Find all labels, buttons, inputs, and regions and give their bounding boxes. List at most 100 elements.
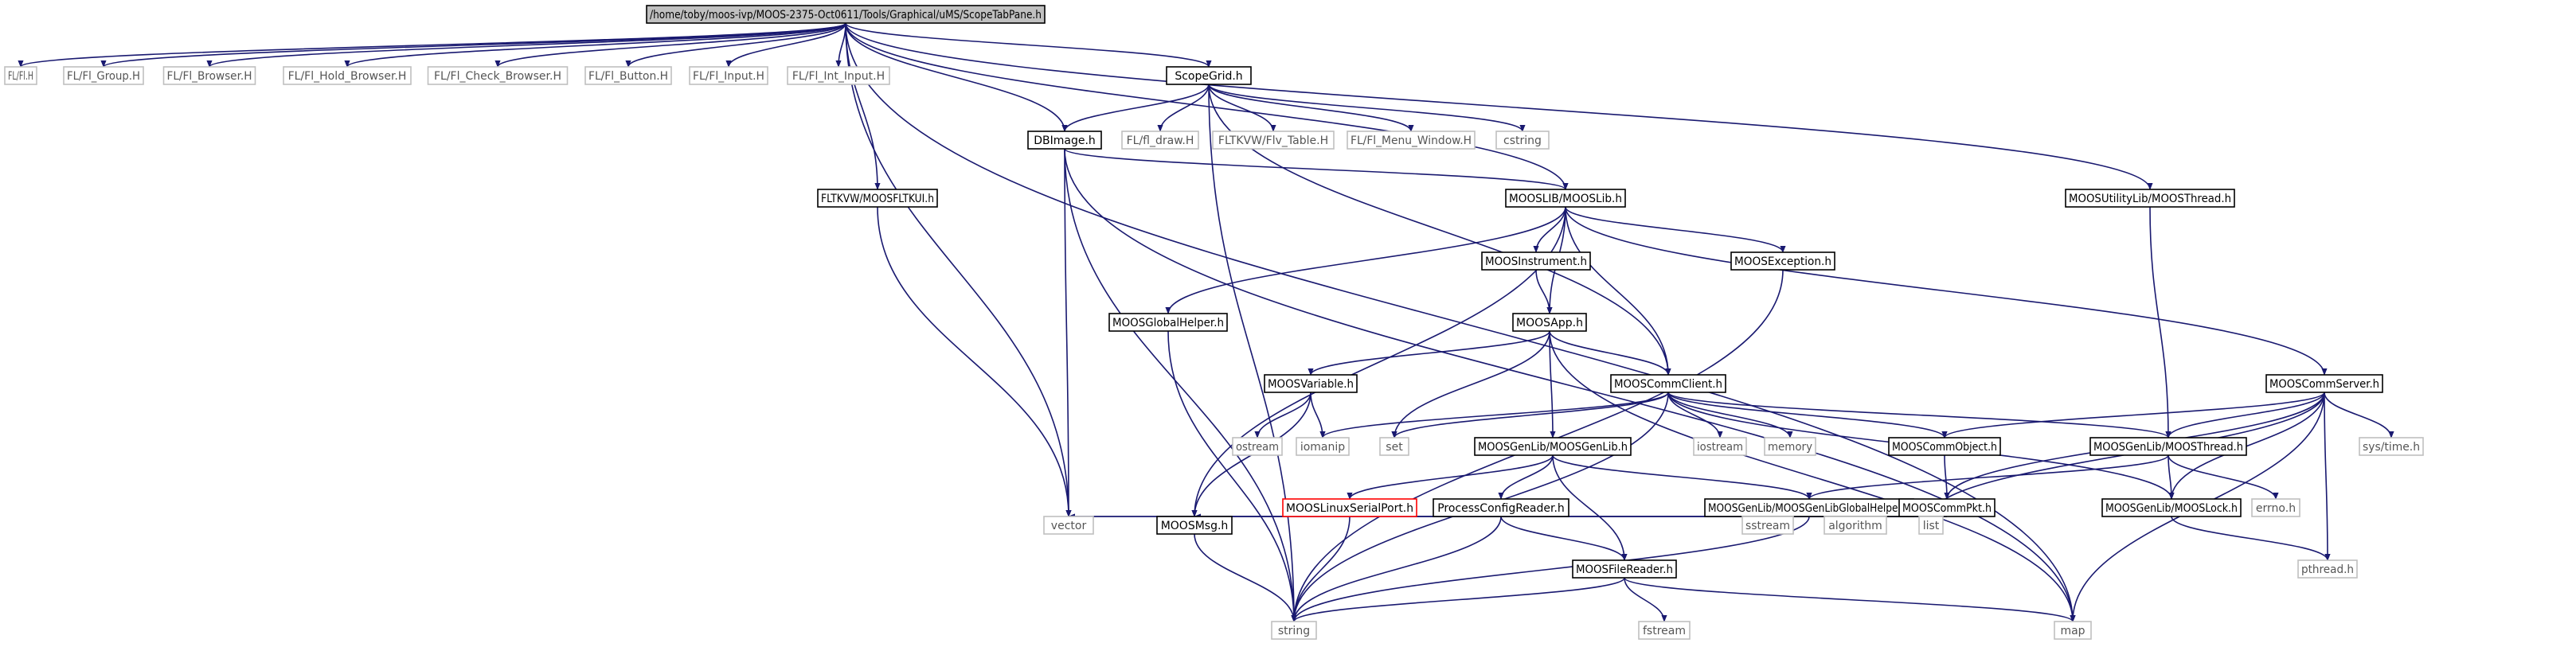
edge-path — [877, 206, 1072, 517]
node-mooscommpkt[interactable]: MOOSCommPkt.h — [1898, 498, 1996, 517]
edge-root-to-moosfltkui — [845, 22, 881, 190]
node-label: MOOSException.h — [1734, 255, 1831, 268]
edge-path — [1552, 454, 1812, 500]
node-moosgenlib[interactable]: MOOSGenLib/MOOSGenLib.h — [1474, 437, 1632, 456]
node-label: ProcessConfigReader.h — [1437, 502, 1565, 515]
edge-processconfig-to-moosfilereader — [1500, 516, 1628, 561]
node-moosfilereader[interactable]: MOOSFileReader.h — [1572, 559, 1677, 579]
node-utilthread[interactable]: MOOSUtilityLib/MOOSThread.h — [2065, 189, 2235, 208]
node-box — [1512, 313, 1587, 332]
node-box — [1918, 516, 1944, 535]
edge-moosgenlib-to-moosfilereader — [1552, 454, 1628, 561]
node-box — [1572, 559, 1677, 579]
node-processconfig[interactable]: ProcessConfigReader.h — [1433, 498, 1569, 517]
node-pthread: pthread.h — [2297, 559, 2358, 579]
edge-scopegrid-to-fl_draw — [1157, 84, 1210, 132]
edge-path — [845, 22, 881, 190]
edge-path — [835, 22, 846, 68]
edge-path — [1308, 330, 1550, 376]
edge-path — [1254, 392, 1311, 438]
node-map: map — [2054, 621, 2092, 640]
node-iostream: iostream — [1693, 437, 1747, 456]
edge-path — [1667, 392, 1948, 438]
node-box — [63, 66, 144, 85]
node-moosexception[interactable]: MOOSException.h — [1730, 251, 1835, 271]
edge-path — [845, 22, 2153, 190]
edge-path — [1208, 84, 1276, 132]
node-mooscommobject[interactable]: MOOSCommObject.h — [1888, 437, 2001, 456]
node-fl-draw: FL/fl_draw.H — [1121, 131, 1199, 150]
node-moosmsg[interactable]: MOOSMsg.h — [1156, 516, 1233, 535]
edge-moosgenlib-to-linuxserial — [1347, 454, 1554, 500]
node-label: MOOSApp.h — [1516, 317, 1583, 329]
node-label: MOOSCommPkt.h — [1902, 502, 1992, 515]
edge-moosapp-to-moosgenlib — [1549, 330, 1556, 438]
edge-scopegrid-to-string — [1208, 84, 1297, 622]
node-genthread[interactable]: MOOSGenLib/MOOSThread.h — [2089, 437, 2247, 456]
node-mooslock[interactable]: MOOSGenLib/MOOSLock.h — [2101, 498, 2242, 517]
node-string: string — [1271, 621, 1317, 640]
node-mooslib[interactable]: MOOSLIB/MOOSLib.h — [1505, 189, 1626, 208]
node-moosinstrument[interactable]: MOOSInstrument.h — [1481, 251, 1591, 271]
node-moosapp[interactable]: MOOSApp.h — [1512, 313, 1587, 332]
node-mooscommserver[interactable]: MOOSCommServer.h — [2265, 374, 2383, 393]
node-dbimage[interactable]: DBImage.h — [1027, 131, 1102, 150]
node-label: FL/Fl_Button.H — [588, 70, 668, 83]
node-scopegrid[interactable]: ScopeGrid.h — [1166, 66, 1252, 85]
node-sstream: sstream — [1741, 516, 1794, 535]
node-moosglobalhelper[interactable]: MOOSGlobalHelper.h — [1108, 313, 1228, 332]
node-moosvariable[interactable]: MOOSVariable.h — [1264, 374, 1358, 393]
edge-mooscommobject-to-mooscommpkt — [1944, 454, 1950, 500]
edge-moosapp-to-map — [1549, 330, 2076, 622]
node-label: FL/Fl_Int_Input.H — [792, 70, 885, 83]
node-label: MOOSLinuxSerialPort.h — [1286, 502, 1413, 515]
node-box — [1495, 131, 1550, 150]
edge-path — [1208, 84, 1671, 376]
edge-path — [1806, 454, 2169, 500]
edge-mooscommclient-to-mooscommobject — [1667, 392, 1948, 438]
node-box — [1264, 374, 1358, 393]
node-box — [1741, 516, 1794, 535]
edge-path — [1500, 516, 1628, 561]
node-algorithm: algorithm — [1824, 516, 1887, 535]
edge-path — [1291, 577, 1625, 622]
edge-path — [625, 22, 846, 68]
edge-path — [1944, 454, 1950, 500]
edge-path — [1667, 392, 2171, 438]
edge-mooscommclient-to-iomanip — [1319, 392, 1669, 438]
edge-dbimage-to-map — [1064, 148, 2076, 622]
edge-path — [1064, 148, 2076, 622]
node-globalhelper2[interactable]: MOOSGenLib/MOOSGenLibGlobalHelper.h — [1704, 498, 1914, 517]
edge-path — [1319, 392, 1669, 438]
edge-path — [2324, 392, 2394, 438]
edge-path — [1549, 330, 1556, 438]
node-box — [1232, 437, 1283, 456]
edge-path — [1064, 148, 1072, 517]
node-linuxserial: MOOSLinuxSerialPort.h — [1282, 498, 1417, 517]
edge-mooscommclient-to-memory — [1667, 392, 1793, 438]
edge-moosvariable-to-ostream — [1254, 392, 1311, 438]
node-ostream: ostream — [1232, 437, 1283, 456]
node-mooscommclient[interactable]: MOOSCommClient.h — [1610, 374, 1726, 393]
node-box — [646, 5, 1046, 24]
edge-path — [845, 22, 1068, 132]
node-box — [1027, 131, 1102, 150]
node-label: cstring — [1503, 134, 1542, 147]
edge-root-to-fl_check_browser — [494, 22, 846, 68]
node-root[interactable]: /home/toby/moos-ivp/MOOS-2375-Oct0611/To… — [646, 5, 1046, 24]
edge-moosfltkui-to-vector — [877, 206, 1072, 517]
node-fl-hold-browser: FL/Fl_Hold_Browser.H — [283, 66, 412, 85]
node-memory: memory — [1764, 437, 1816, 456]
node-box — [689, 66, 768, 85]
node-label: MOOSGlobalHelper.h — [1112, 317, 1224, 329]
edge-genthread-to-globalhelper2 — [1806, 454, 2169, 500]
edge-path — [206, 22, 846, 68]
edge-root-to-vector — [845, 22, 1072, 517]
edge-path — [1208, 84, 1414, 132]
node-label: MOOSGenLib/MOOSGenLibGlobalHelper.h — [1708, 502, 1910, 515]
node-moosfltkui[interactable]: FLTKVW/MOOSFLTKUI.h — [817, 189, 938, 208]
node-box — [2089, 437, 2247, 456]
edge-moosmsg-to-string — [1194, 533, 1297, 622]
node-label: set — [1386, 441, 1403, 454]
edge-moosglobalhelper-to-string — [1167, 330, 1297, 622]
